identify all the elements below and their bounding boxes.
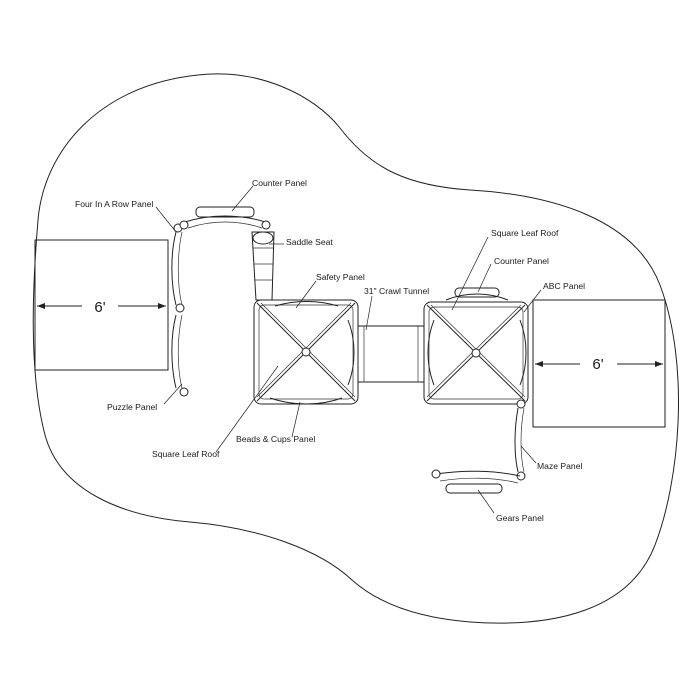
use-zone-right [532, 299, 666, 428]
dimension-right: 6' [535, 356, 663, 373]
label-saddle-seat: Saddle Seat [286, 237, 333, 247]
deck-left [253, 299, 359, 405]
gears-panel [431, 469, 521, 494]
label-square-leaf-roof-left: Square Leaf Roof [152, 449, 220, 459]
counter-panel-top [179, 206, 271, 230]
label-maze-panel: Maze Panel [537, 461, 582, 471]
label-crawl-tunnel: 31" Crawl Tunnel [364, 286, 429, 296]
deck-right [423, 301, 529, 405]
dimension-left: 6' [37, 299, 166, 316]
leader-lines [155, 185, 542, 514]
four-in-a-row-panel [171, 223, 185, 313]
puzzle-panel [171, 314, 189, 397]
label-safety-panel: Safety Panel [316, 272, 365, 282]
dimension-left-label: 6' [94, 299, 105, 316]
label-counter-panel-top: Counter Panel [252, 178, 307, 188]
label-four-in-a-row-panel: Four In A Row Panel [75, 199, 153, 209]
crawl-tunnel [358, 325, 424, 383]
label-beads-cups-panel: Beads & Cups Panel [236, 434, 315, 444]
use-zone-left [34, 239, 169, 371]
safety-zone-outline [32, 73, 679, 624]
counter-panel-right [445, 287, 509, 301]
dimension-right-label: 6' [592, 356, 603, 373]
saddle-seat [251, 231, 275, 301]
label-counter-panel-right: Counter Panel [494, 256, 549, 266]
label-square-leaf-roof-right: Square Leaf Roof [491, 228, 559, 238]
maze-panel [514, 399, 526, 481]
label-abc-panel: ABC Panel [543, 281, 585, 291]
label-gears-panel: Gears Panel [496, 513, 544, 523]
label-puzzle-panel: Puzzle Panel [107, 402, 157, 412]
